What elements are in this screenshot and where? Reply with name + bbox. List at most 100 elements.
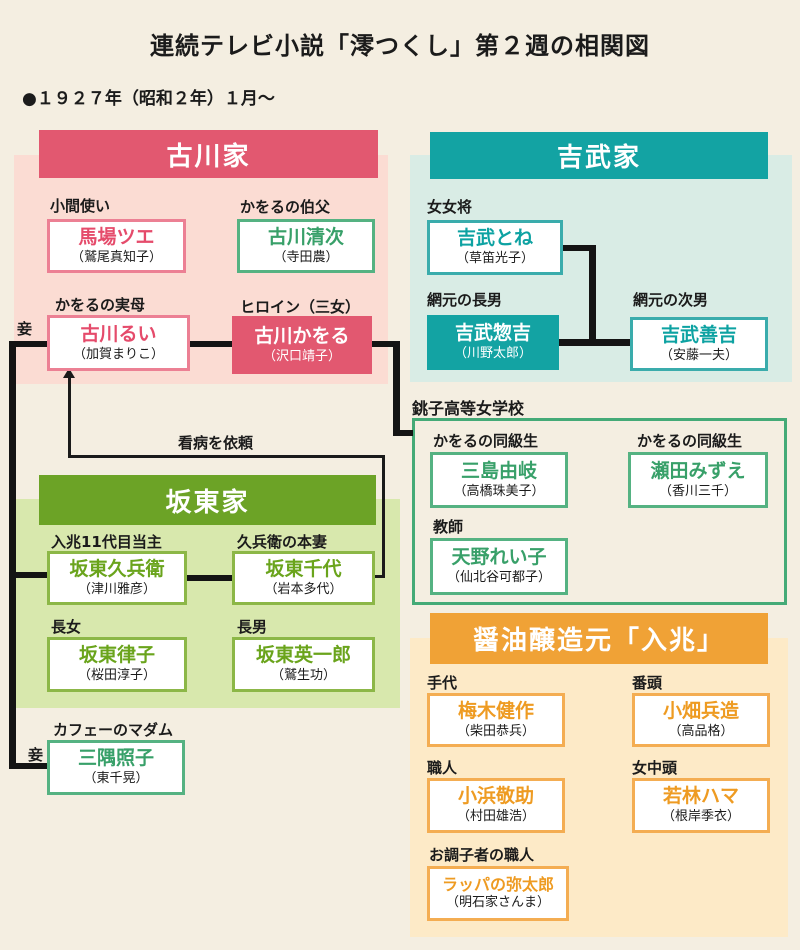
rui-kaoru-line	[190, 341, 232, 347]
person-box-misumi-teruko: 三隅照子 （東千晃）	[47, 740, 185, 795]
kaoru-school-line-h1	[370, 341, 400, 347]
nursing-line-stub	[375, 575, 383, 578]
person-box-yoshitake-zenkichi: 吉武善吉 （安藤一夫）	[630, 317, 768, 371]
kaoru-school-line-h2	[393, 430, 413, 436]
person-box-bando-ritsuko: 坂東律子 （桜田淳子）	[47, 637, 187, 692]
role-bando-chiyo: 久兵衛の本妻	[237, 533, 328, 551]
person-actor: （鷲尾真知子）	[70, 249, 162, 265]
person-box-amano-reiko: 天野れい子 （仙北谷可都子）	[430, 538, 568, 595]
person-actor: （柴田恭兵）	[456, 723, 535, 739]
concubine-line-to-rui	[9, 341, 48, 347]
nursing-line-v-left	[68, 377, 71, 458]
role-misumi-teruko: カフェーのマダム	[53, 721, 174, 739]
person-actor: （川野太郎）	[453, 346, 532, 362]
person-name: 瀬田みずえ	[650, 459, 746, 482]
person-name: 三隅照子	[77, 747, 154, 770]
person-name: 小浜敬助	[457, 785, 534, 808]
role-furukawa-kaoru: ヒロイン（三女）	[240, 298, 361, 316]
yoshitake-header: 吉武家	[430, 132, 768, 179]
person-name: 坂東久兵衛	[69, 557, 165, 580]
person-actor: （草笛光子）	[455, 251, 534, 267]
person-name: 坂東英一郎	[255, 644, 351, 667]
school-box	[412, 418, 787, 605]
concubine-label-bottom: 妾	[28, 746, 44, 764]
person-actor: （鷲生功）	[270, 668, 336, 684]
person-name: 古川るい	[80, 322, 157, 345]
kaoru-school-line-v	[393, 341, 400, 436]
person-name: 坂東千代	[265, 557, 342, 580]
role-bando-kyubei: 入兆11代目当主	[51, 533, 162, 551]
person-box-mishima-yuki: 三島由岐 （高橋珠美子）	[430, 452, 568, 508]
person-actor: （仙北谷可都子）	[446, 570, 551, 586]
person-box-furukawa-kaoru: 古川かをる （沢口靖子）	[232, 316, 372, 374]
person-name: 吉武善吉	[660, 323, 737, 346]
person-actor: （桜田淳子）	[77, 668, 156, 684]
person-box-bando-eiichiro: 坂東英一郎 （鷲生功）	[232, 637, 375, 692]
person-actor: （東千晃）	[83, 771, 149, 787]
person-actor: （寺田農）	[273, 249, 339, 265]
furukawa-header: 古川家	[39, 130, 378, 178]
nursing-line-h	[69, 455, 385, 458]
nursing-line-v-right	[382, 456, 385, 578]
person-name: 古川清次	[267, 225, 344, 248]
concubine-line-to-teruko	[9, 763, 48, 769]
role-bando-ritsuko: 長女	[51, 618, 82, 636]
person-box-furukawa-seiji: 古川清次 （寺田農）	[237, 219, 375, 273]
role-bando-eiichiro: 長男	[237, 618, 268, 636]
person-name: 馬場ツエ	[78, 225, 155, 248]
person-box-yoshitake-tone: 吉武とね （草笛光子）	[427, 220, 563, 275]
person-actor: （明石家さんま）	[445, 895, 550, 911]
person-name: 天野れい子	[451, 546, 547, 569]
role-kohama-keisuke: 職人	[427, 759, 458, 777]
role-furukawa-rui: かをるの実母	[55, 296, 146, 314]
person-box-yoshitake-sokichi: 吉武惣吉 （川野太郎）	[427, 315, 559, 370]
role-rappa-yataro: お調子者の職人	[429, 846, 535, 864]
nursing-request-label: 看病を依頼	[178, 434, 254, 452]
person-box-seta-mizue: 瀬田みずえ （香川三千）	[628, 452, 768, 508]
page-title: 連続テレビ小説「澪つくし」第２週の相関図	[150, 32, 650, 60]
person-name: 小畑兵造	[662, 699, 739, 722]
person-actor: （高橋珠美子）	[453, 483, 545, 499]
role-amano-reiko: 教師	[433, 518, 464, 536]
concubine-line-to-kyubei	[9, 572, 48, 578]
person-box-obata-hyozo: 小畑兵造 （高品格）	[632, 693, 770, 747]
person-name: 吉武惣吉	[454, 322, 531, 345]
nursing-arrowhead-icon	[63, 368, 75, 378]
person-name: 坂東律子	[78, 644, 155, 667]
person-name: 三島由岐	[460, 459, 537, 482]
person-box-bando-chiyo: 坂東千代 （岩本多代）	[232, 551, 375, 605]
role-obata-hyozo: 番頭	[632, 674, 663, 692]
person-actor: （加賀まりこ）	[72, 346, 164, 362]
role-baba-tsue: 小間使い	[50, 197, 111, 215]
person-box-baba-tsue: 馬場ツエ （鷲尾真知子）	[47, 219, 186, 273]
concubine-label-top: 妾	[17, 320, 33, 338]
person-actor: （高品格）	[668, 723, 734, 739]
person-actor: （香川三千）	[658, 483, 737, 499]
person-name: 梅木健作	[457, 699, 534, 722]
person-name: 吉武とね	[456, 227, 533, 250]
person-actor: （安藤一夫）	[659, 347, 738, 363]
person-box-umeki-kensaku: 梅木健作 （柴田恭兵）	[427, 693, 565, 747]
tone-children-line-h1	[561, 245, 595, 251]
role-wakabayashi-hama: 女中頭	[632, 759, 678, 777]
role-yoshitake-zenkichi: 網元の次男	[633, 291, 709, 309]
role-furukawa-seiji: かをるの伯父	[240, 198, 331, 216]
iricho-header: 醤油醸造元「入兆」	[430, 613, 768, 664]
person-actor: （岩本多代）	[264, 581, 343, 597]
role-yoshitake-sokichi: 網元の長男	[427, 291, 503, 309]
person-actor: （根岸季衣）	[661, 809, 740, 825]
person-name: 古川かをる	[254, 324, 350, 347]
concubine-line-vertical	[9, 341, 16, 769]
bando-header: 坂東家	[39, 475, 376, 525]
period-label: ●１９２７年（昭和２年）１月～	[22, 89, 275, 109]
person-name: ラッパの弥太郎	[441, 875, 554, 894]
kyubei-chiyo-line	[187, 575, 232, 581]
person-box-wakabayashi-hama: 若林ハマ （根岸季衣）	[632, 778, 770, 833]
school-label: 銚子高等女学校	[412, 399, 525, 418]
person-box-kohama-keisuke: 小浜敬助 （村田雄浩）	[427, 778, 565, 833]
role-seta-mizue: かをるの同級生	[637, 432, 743, 450]
role-mishima-yuki: かをるの同級生	[433, 432, 539, 450]
person-box-rappa-yataro: ラッパの弥太郎 （明石家さんま）	[427, 866, 569, 921]
person-box-bando-kyubei: 坂東久兵衛 （津川雅彦）	[47, 551, 187, 605]
